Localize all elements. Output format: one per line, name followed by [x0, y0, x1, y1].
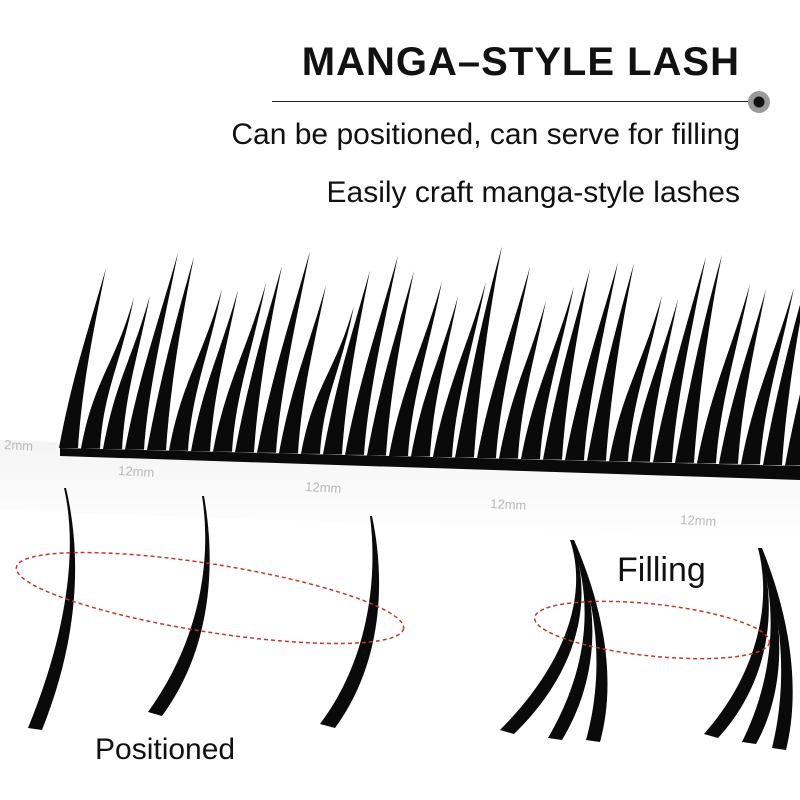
title-divider [272, 101, 754, 102]
strip-lash [587, 263, 634, 461]
strip-lash [697, 284, 750, 464]
single-lash [148, 496, 210, 716]
filling-ellipse [533, 600, 771, 660]
strip-lash [609, 295, 662, 462]
strip-lash [213, 283, 266, 452]
strip-lash [147, 256, 194, 451]
lash-fan [59, 246, 800, 466]
strip-lash [345, 255, 398, 455]
strip-lash [279, 285, 326, 454]
length-label: 12mm [490, 496, 527, 513]
divider-dot-icon [748, 91, 770, 113]
fan-lash [572, 540, 608, 742]
length-label: 12mm [680, 512, 717, 529]
filling-lashes [500, 540, 793, 750]
subtitle-positioned: Can be positioned, can serve for filling [231, 118, 740, 151]
strip-lash [169, 288, 222, 451]
strip-lash [675, 254, 722, 463]
strip-lash [565, 262, 618, 461]
strip-lash [719, 289, 766, 464]
length-label: 12mm [305, 479, 342, 496]
strip-lash [103, 295, 150, 450]
strip-lash [521, 286, 574, 460]
strip-lash [411, 296, 458, 457]
strip-lash [455, 246, 502, 458]
strip-lash [257, 251, 310, 453]
strip-lash [631, 299, 678, 462]
strip-lash [477, 266, 530, 459]
strip-lash [81, 297, 134, 449]
length-labels: 2mm 12mm 12mm 12mm 12mm [4, 437, 717, 529]
filling-label: Filling [617, 551, 706, 589]
strip-lash [785, 394, 800, 466]
positioned-lashes [28, 488, 380, 730]
positioned-label: Positioned [95, 733, 236, 766]
fan-lash [760, 548, 793, 750]
lash-band [60, 448, 800, 480]
page-title: MANGA–STYLE LASH [301, 40, 740, 84]
strip-lash [543, 268, 590, 460]
single-lash [28, 488, 76, 730]
strip-lash [59, 268, 106, 449]
strip-lash [323, 270, 370, 455]
strip-lash [433, 281, 486, 458]
fan-lash [704, 548, 769, 738]
strip-lash [301, 305, 354, 454]
strip-lash [125, 252, 178, 450]
strip-lash [389, 281, 442, 456]
single-lash [320, 516, 380, 728]
subtitle-craft: Easily craft manga-style lashes [326, 176, 741, 209]
strip-lash [741, 287, 794, 465]
strip-lash [499, 300, 546, 459]
strip-lash [235, 265, 282, 453]
fan-lash [548, 540, 593, 740]
fan-lash [742, 548, 780, 744]
length-label: 2mm [4, 437, 34, 453]
strip-lash [191, 289, 238, 452]
positioned-ellipse [15, 551, 405, 645]
strip-lash [367, 270, 414, 456]
length-label: 12mm [118, 463, 155, 480]
strip-lash [763, 304, 800, 465]
fan-lash [500, 540, 582, 734]
strip-lash [653, 256, 706, 463]
